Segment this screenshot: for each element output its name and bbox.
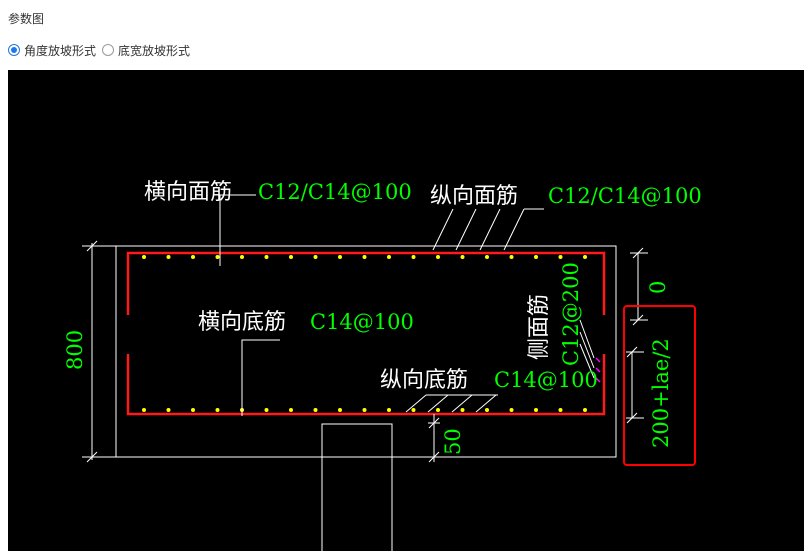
rebar-dot — [240, 255, 244, 259]
rebar-dot — [215, 255, 220, 259]
radio-angle-slope-label: 角度放坡形式 — [24, 43, 97, 58]
bottom-rebar-dots — [142, 408, 587, 412]
side-length-highlight-box — [623, 305, 696, 466]
dimension-lines — [82, 240, 648, 463]
rebar-dot — [485, 255, 489, 259]
rebar-dot — [338, 255, 342, 259]
rebar-dot — [191, 408, 195, 412]
rebar-dot — [313, 408, 318, 412]
rebar-group — [126, 251, 606, 416]
leader-side — [579, 331, 595, 369]
rebar-dot — [289, 408, 293, 412]
rebar-dot — [411, 408, 416, 412]
rebar-dot — [558, 408, 563, 412]
radio-bottom-width-slope-label: 底宽放坡形式 — [118, 43, 191, 58]
leader-top-longitudinal — [455, 208, 477, 251]
radio-checked-icon[interactable] — [8, 44, 20, 56]
radio-angle-slope[interactable]: 角度放坡形式 — [8, 42, 96, 59]
rebar-dot — [313, 255, 318, 259]
rebar-dot — [142, 408, 146, 412]
rebar-dot — [436, 255, 440, 259]
rebar-dot — [460, 255, 465, 259]
rebar-dot — [362, 408, 367, 412]
leader-top-transverse — [219, 194, 256, 266]
rebar-dot — [289, 255, 293, 259]
top-longitudinal-spec: C12/C14@100 — [548, 184, 702, 208]
top-longitudinal-name: 纵向面筋 — [430, 184, 518, 209]
rebar-dot — [264, 255, 269, 259]
rebar-dot — [534, 408, 538, 412]
rebar-dot — [534, 255, 538, 259]
leader-side — [579, 319, 595, 359]
rebar-dot — [387, 255, 391, 259]
bottom-longitudinal-name: 纵向底筋 — [380, 368, 468, 393]
rebar-dot — [411, 255, 416, 259]
top-transverse-name: 横向面筋 — [144, 180, 232, 205]
side-tick — [595, 367, 601, 373]
rebar-dot — [436, 408, 440, 412]
rebar-dot — [558, 255, 563, 259]
pedestal-outline — [321, 423, 393, 551]
side-tick — [595, 377, 601, 383]
rebar-dot — [166, 408, 171, 412]
dim-tick — [632, 314, 644, 326]
rebar-dot — [362, 255, 367, 259]
radio-bottom-width-slope[interactable]: 底宽放坡形式 — [102, 42, 190, 59]
rebar-dot — [264, 408, 269, 412]
dim-tick — [626, 346, 638, 358]
top-rebar-line — [126, 251, 606, 315]
leader-bottom-longitudinal — [427, 394, 449, 413]
rebar-dot — [509, 408, 514, 412]
leader-top-longitudinal — [479, 208, 501, 251]
leader-bottom-transverse — [241, 339, 280, 416]
rebar-dot — [485, 408, 489, 412]
leader-top-longitudinal — [503, 208, 525, 251]
side-rebar-name: 侧面筋 — [527, 294, 552, 360]
rebar-dot — [583, 408, 587, 412]
bottom-rebar-line — [126, 354, 606, 416]
rebar-dot — [191, 255, 195, 259]
rebar-dot — [509, 255, 514, 259]
side-rebar-ticks — [595, 357, 601, 383]
dim-tick — [86, 451, 98, 463]
dim-tick — [428, 451, 440, 463]
slope-mode-radio-group: 角度放坡形式 底宽放坡形式 — [8, 42, 196, 58]
dim-bottom-offset-text: 50 — [441, 428, 465, 455]
dim-top-offset-text: 0 — [646, 281, 670, 294]
dim-side-length-text: 200+lae/2 — [649, 338, 673, 448]
parameter-diagram: 横向面筋 C12/C14@100 纵向面筋 C12/C14@100 横向底筋 C… — [63, 180, 702, 551]
bottom-transverse-name: 横向底筋 — [198, 310, 286, 335]
side-rebar-spec: C12@200 — [559, 262, 583, 366]
dim-tick — [86, 240, 98, 252]
rebar-dot — [215, 408, 220, 412]
leader-lines — [219, 194, 595, 416]
top-rebar-dots — [142, 255, 587, 259]
dim-tick — [632, 247, 644, 259]
rebar-dot — [387, 408, 391, 412]
panel-title: 参数图 — [8, 12, 45, 26]
leader-bottom-longitudinal — [405, 394, 427, 413]
bottom-longitudinal-spec: C14@100 — [494, 368, 598, 392]
top-transverse-spec: C12/C14@100 — [258, 180, 412, 204]
rebar-dot — [142, 255, 146, 259]
dim-height-text: 800 — [63, 330, 87, 370]
diagram-labels: 横向面筋 C12/C14@100 纵向面筋 C12/C14@100 横向底筋 C… — [63, 180, 702, 455]
radio-unchecked-icon[interactable] — [102, 44, 115, 56]
section-outline — [115, 245, 617, 458]
parameter-diagram-canvas: 横向面筋 C12/C14@100 纵向面筋 C12/C14@100 横向底筋 C… — [8, 70, 804, 551]
rebar-dot — [583, 255, 587, 259]
side-tick — [595, 357, 601, 363]
dim-tick — [626, 412, 638, 424]
rebar-dot — [166, 255, 171, 259]
dim-tick — [428, 417, 440, 429]
leader-side — [579, 343, 595, 379]
bottom-transverse-spec: C14@100 — [310, 310, 414, 334]
leader-bottom-longitudinal — [475, 394, 497, 413]
leader-top-longitudinal — [432, 208, 454, 251]
rebar-dot — [338, 408, 342, 412]
leader-bottom-longitudinal — [451, 394, 473, 413]
rebar-dot — [460, 408, 465, 412]
